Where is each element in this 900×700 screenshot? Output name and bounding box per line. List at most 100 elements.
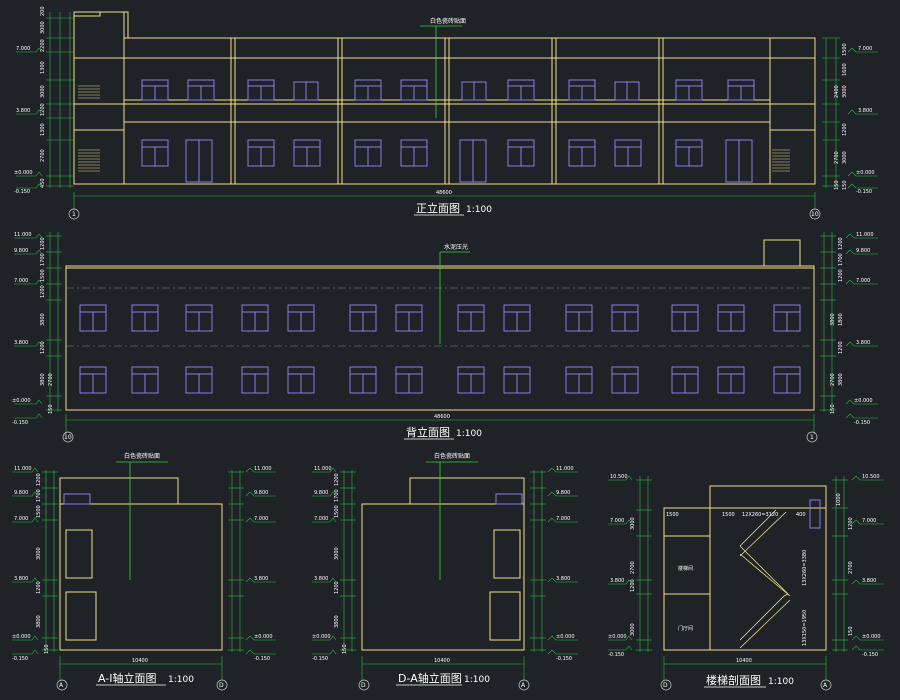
stair-left-dimension-chain bbox=[636, 476, 652, 652]
front-right-elevation-marks bbox=[847, 47, 878, 189]
front-dim-l0: 200 bbox=[40, 6, 46, 16]
back-dim-r3: 1800 bbox=[838, 313, 844, 326]
side-d-total-width: 10400 bbox=[434, 658, 450, 664]
back-dim-r0: 1200 bbox=[838, 237, 844, 250]
back-right-elev-0: 11.000 bbox=[856, 232, 874, 238]
back-right-elev-3: 3.800 bbox=[856, 340, 870, 346]
back-dim-l8: 150 bbox=[48, 404, 54, 414]
side-a-right-elev-2: 7.000 bbox=[254, 516, 268, 522]
back-dim-l1: 1700 bbox=[40, 253, 46, 266]
front-left-elev-2: ±0.000 bbox=[14, 170, 33, 176]
back-total-width: 48600 bbox=[434, 414, 450, 420]
front-dim-r8: 150 bbox=[842, 180, 848, 190]
back-window bbox=[671, 304, 699, 332]
stair-dim-top-left: 1500 bbox=[666, 512, 679, 518]
side-a-right-elev-1: 9.800 bbox=[254, 490, 268, 496]
back-window bbox=[503, 304, 531, 332]
stair-right-dimension-chain bbox=[832, 476, 848, 652]
front-dim-r4: 1200 bbox=[842, 123, 848, 136]
stair-total-dimension bbox=[663, 656, 827, 680]
front-left-dimension-chain bbox=[46, 12, 74, 188]
front-windows-upper bbox=[141, 79, 755, 101]
back-dim-r4: 3800 bbox=[830, 313, 836, 326]
front-windows-lower bbox=[141, 139, 753, 183]
back-axis-right: 1 bbox=[810, 434, 814, 441]
side-a-dim-4: 1200 bbox=[36, 581, 42, 594]
side-a-dim-1: 1700 bbox=[36, 489, 42, 502]
back-dim-r6: 3800 bbox=[838, 373, 844, 386]
side-a-elevation: 1200 1700 1500 3000 1200 3800 150 11.000… bbox=[12, 452, 276, 691]
back-material-note: 水泥压光 bbox=[444, 243, 468, 251]
front-right-elev-2: ±0.000 bbox=[856, 170, 875, 176]
front-total-dimension bbox=[73, 192, 816, 210]
front-note-leader bbox=[420, 25, 462, 118]
side-d-dim-2: 1500 bbox=[334, 505, 340, 518]
back-dim-l2: 1500 bbox=[40, 269, 46, 282]
stair-axis-right: A bbox=[823, 682, 828, 689]
stair-axis-bubble-right bbox=[820, 679, 832, 691]
back-left-elev-0: 11.000 bbox=[14, 232, 32, 238]
side-a-left-elev-0: 11.000 bbox=[14, 466, 32, 472]
side-d-scale: 1:100 bbox=[464, 675, 490, 685]
stair-dim-r0: 1200 bbox=[848, 517, 854, 530]
side-d-axis-right: A bbox=[521, 682, 526, 689]
back-scale: 1:100 bbox=[456, 429, 482, 439]
side-a-title: A-I轴立面图 bbox=[98, 671, 157, 685]
front-axis-right: 10 bbox=[811, 211, 819, 218]
side-d-dim-5: 3800 bbox=[334, 615, 340, 628]
side-a-total-width: 10400 bbox=[132, 658, 148, 664]
back-window bbox=[773, 304, 801, 332]
back-right-elev-1: 9.800 bbox=[856, 248, 870, 254]
back-window bbox=[79, 366, 107, 394]
side-d-right-elev-1: 9.800 bbox=[556, 490, 570, 496]
front-left-elev-0: 7.000 bbox=[16, 46, 30, 52]
back-left-elev-4: ±0.000 bbox=[12, 398, 31, 404]
front-dim-r1: 1600 bbox=[842, 63, 848, 76]
back-window bbox=[717, 304, 745, 332]
front-dim-r2: 3000 bbox=[842, 85, 848, 98]
back-dim-l3: 1200 bbox=[40, 285, 46, 298]
stair-section: 3000 2700 1200 3000 10.500 7.000 3.800 ±… bbox=[608, 474, 884, 691]
front-left-elev-1: 3.800 bbox=[16, 108, 30, 114]
stair-window bbox=[809, 499, 821, 529]
side-d-parapet-window bbox=[495, 493, 523, 505]
back-window bbox=[503, 366, 531, 394]
side-a-axis-bubble-left bbox=[56, 679, 68, 691]
back-dim-l4: 3800 bbox=[40, 313, 46, 326]
back-window bbox=[185, 304, 213, 332]
front-dim-l8: 450 bbox=[40, 178, 46, 188]
back-axis-left: 10 bbox=[64, 434, 72, 441]
front-right-elev-1: 3.800 bbox=[858, 108, 872, 114]
front-dim-r7: 150 bbox=[834, 180, 840, 190]
side-a-left-elev-3: 3.800 bbox=[14, 576, 28, 582]
side-a-axis-left: A bbox=[59, 682, 64, 689]
back-right-elev-4: ±0.000 bbox=[854, 398, 873, 404]
side-d-note-leader bbox=[426, 461, 478, 580]
side-d-left-elevation-marks bbox=[312, 467, 337, 655]
side-d-right-elev-3: 3.800 bbox=[556, 576, 570, 582]
side-a-note-leader bbox=[116, 461, 168, 580]
back-dim-r8: 150 bbox=[830, 404, 836, 414]
front-axis-bubble-right bbox=[809, 208, 821, 220]
stair-dim-0: 3000 bbox=[630, 517, 636, 530]
front-dim-l4: 3000 bbox=[40, 85, 46, 98]
back-window bbox=[565, 304, 593, 332]
side-a-right-elev-0: 11.000 bbox=[254, 466, 272, 472]
side-d-dim-3: 3000 bbox=[334, 547, 340, 560]
front-elevation: 200 3000 2200 1300 3000 1200 1300 2700 4… bbox=[14, 6, 878, 220]
side-a-right-elev-3: 3.800 bbox=[254, 576, 268, 582]
stair-right-elev-0: 10.500 bbox=[862, 474, 880, 480]
side-a-axis-bubble-right bbox=[216, 679, 228, 691]
back-dim-l6: 3800 bbox=[40, 373, 46, 386]
stair-scale: 1:100 bbox=[768, 677, 794, 687]
side-a-right-dimension-chain bbox=[228, 470, 244, 652]
back-total-dimension bbox=[65, 414, 815, 434]
back-window bbox=[611, 304, 639, 332]
back-axis-bubble-left bbox=[62, 431, 74, 443]
back-right-elev-5: -0.150 bbox=[854, 420, 870, 426]
side-a-material-note: 白色瓷砖贴面 bbox=[124, 452, 160, 460]
side-d-axis-bubble-left bbox=[358, 679, 370, 691]
front-dim-r5: 3000 bbox=[842, 151, 848, 164]
front-right-elev-0: 7.000 bbox=[858, 46, 872, 52]
